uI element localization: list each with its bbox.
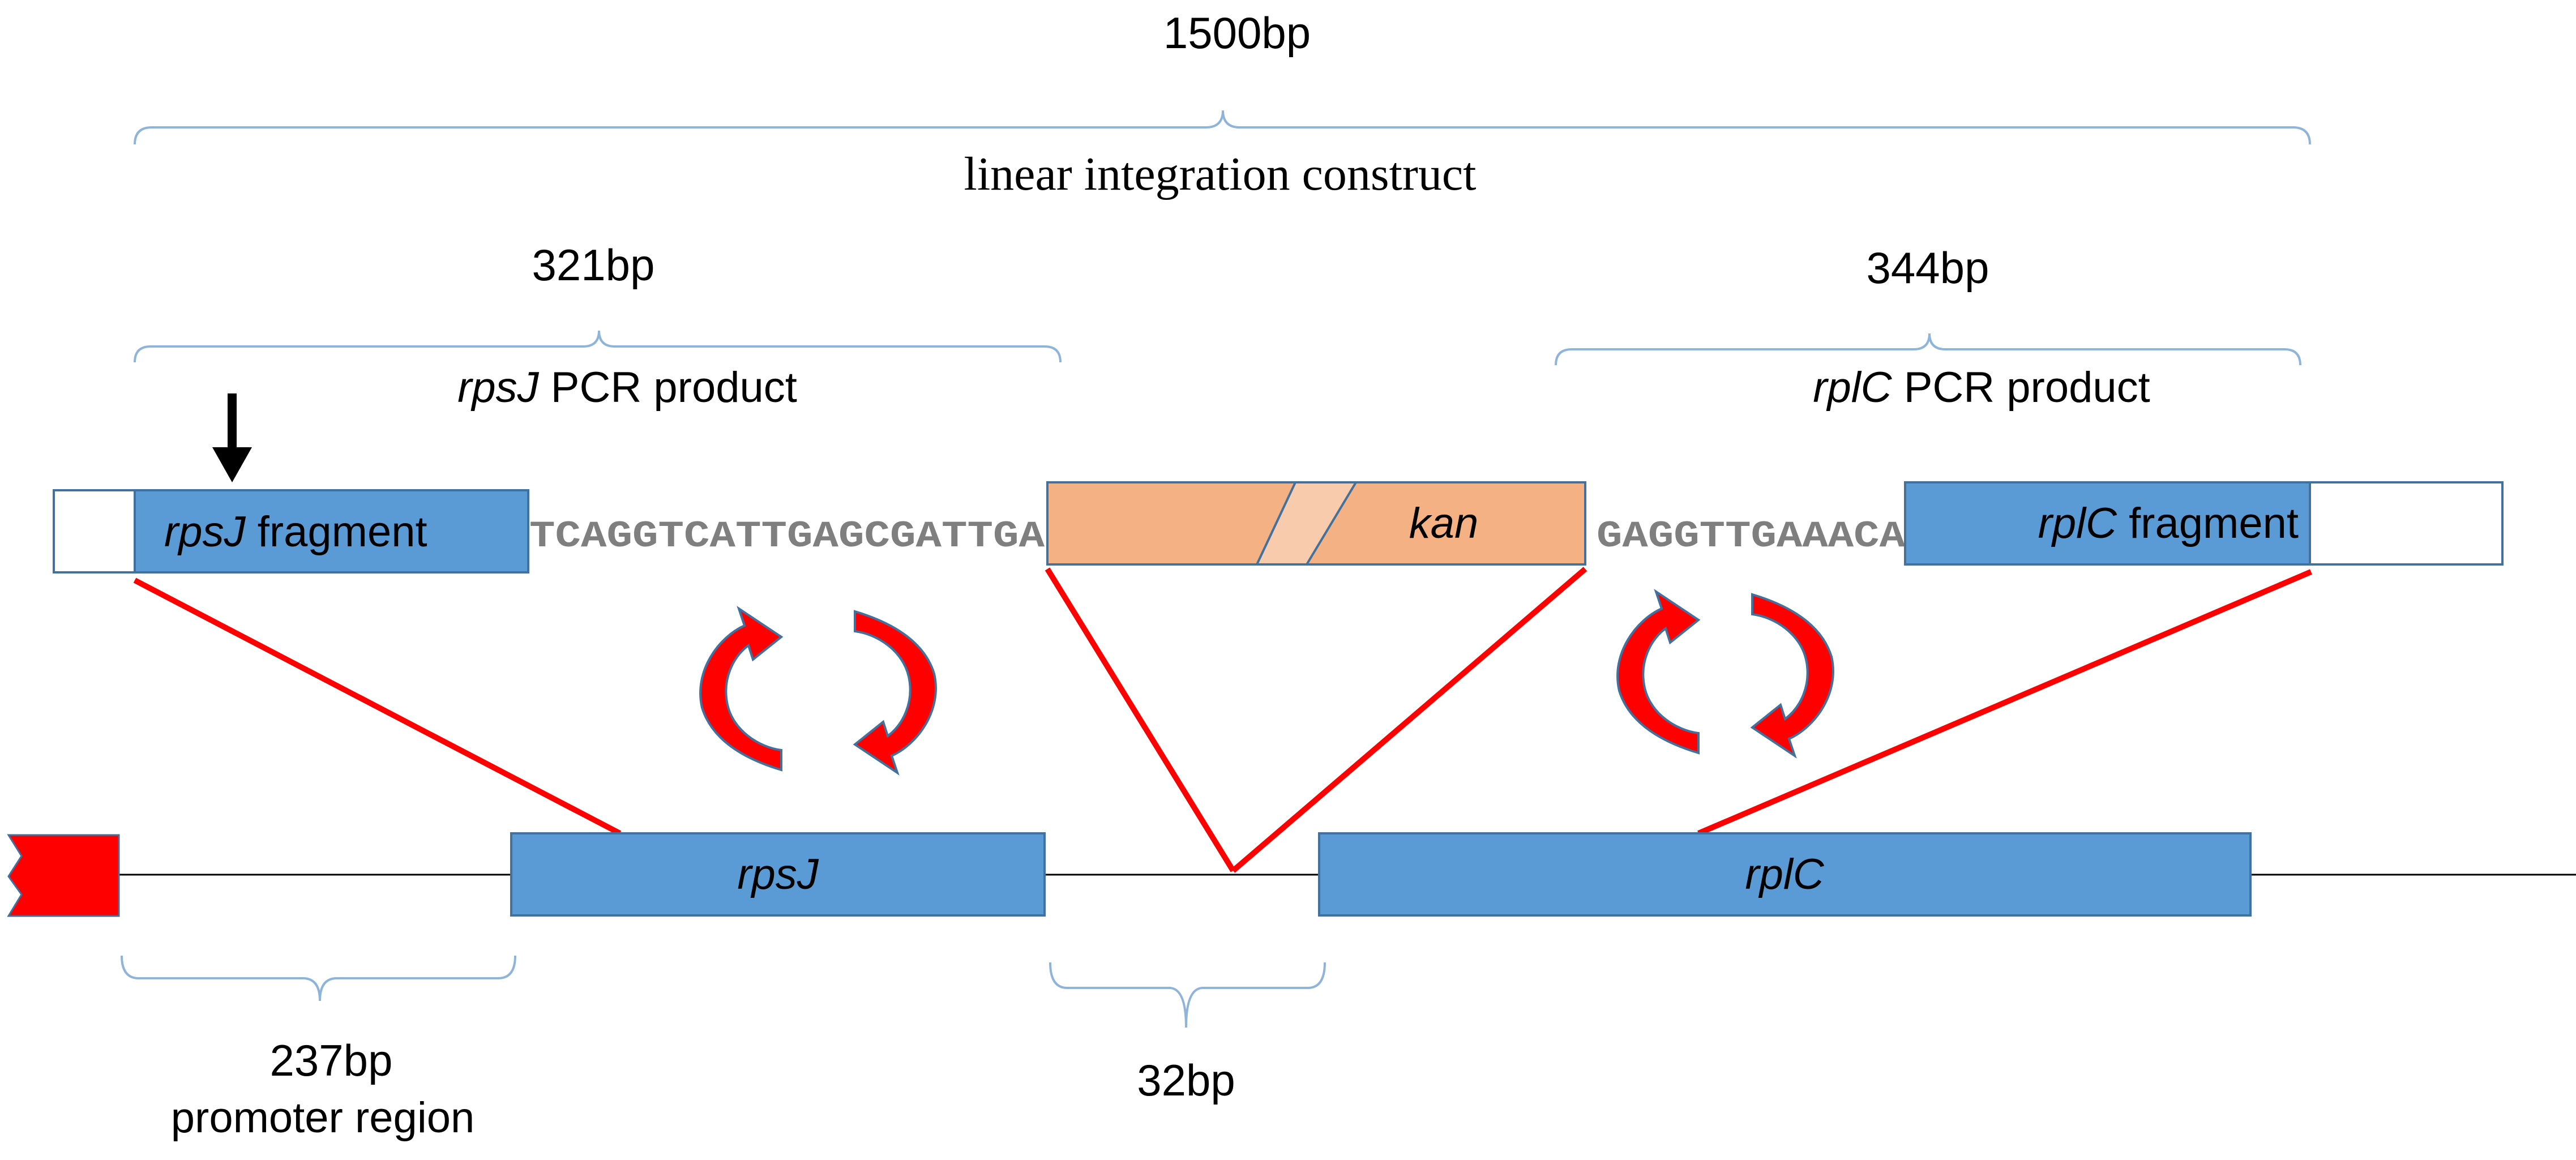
rpsj-pcr-brace xyxy=(134,330,1062,363)
rpsj-fragment-gene: rpsJ xyxy=(164,508,246,556)
rplc-pcr-gene: rplC xyxy=(1813,363,1892,412)
rplc-fragment-box xyxy=(1904,481,2311,566)
promoter-brace xyxy=(121,955,516,1001)
rpsj-gene-label: rpsJ xyxy=(737,850,819,898)
curved-arrow-icon xyxy=(1616,589,1701,755)
recombination-arrows-left xyxy=(699,606,937,776)
rplc-pcr-label: rplC PCR product xyxy=(1813,363,2150,412)
rplc-gene-box xyxy=(1318,832,2252,917)
intergenic-size: 32bp xyxy=(1137,1055,1235,1105)
crossover-line-4 xyxy=(1697,569,2312,836)
rplc-fragment-suffix: fragment xyxy=(2117,499,2299,547)
sequence-2: GAGGTTGAAACA xyxy=(1597,515,1905,558)
crossover-line-1 xyxy=(133,577,622,836)
curved-arrow-icon xyxy=(853,610,937,776)
rplc-pcr-size: 344bp xyxy=(1867,243,1989,293)
rpsj-pcr-label: rpsJ PCR product xyxy=(457,363,797,412)
rplc-pcr-brace xyxy=(1555,333,2301,366)
kan-cassette-stripe xyxy=(1255,481,1358,566)
rpsj-fragment-box xyxy=(134,489,529,573)
rplc-fragment-gene: rplC xyxy=(2038,499,2117,547)
rpsj-pcr-suffix: PCR product xyxy=(539,363,797,412)
crossover-line-2 xyxy=(1045,567,1236,872)
rplc-gene-label: rplC xyxy=(1745,850,1824,898)
rpsj-fragment-label: rpsJ fragment xyxy=(164,508,427,556)
intergenic-brace xyxy=(1049,962,1326,1028)
promoter-flag-icon xyxy=(7,834,120,917)
promoter-label: promoter region xyxy=(171,1094,475,1142)
curved-arrow-icon xyxy=(699,606,784,772)
rpsj-pcr-size: 321bp xyxy=(532,240,655,290)
construct-label: linear integration construct xyxy=(964,148,1476,200)
rpsj-fragment-suffix: fragment xyxy=(246,508,427,556)
rpsj-flank-white xyxy=(53,489,136,573)
sequence-1: TCAGGTCATTGAGCGATTGA xyxy=(529,515,1045,558)
down-arrow-head xyxy=(212,447,252,482)
rpsj-gene-box xyxy=(510,832,1046,917)
rplc-flank-white xyxy=(2309,481,2504,566)
rplc-fragment-label: rplC fragment xyxy=(2038,499,2299,547)
rpsj-pcr-gene: rpsJ xyxy=(457,363,540,412)
construct-brace xyxy=(134,110,2311,145)
promoter-size: 237bp xyxy=(270,1035,393,1085)
kan-label: kan xyxy=(1409,499,1479,547)
rplc-pcr-suffix: PCR product xyxy=(1892,363,2150,412)
crossover-line-3 xyxy=(1231,567,1587,873)
recombination-arrows-right xyxy=(1616,589,1834,759)
construct-size: 1500bp xyxy=(1163,8,1311,58)
curved-arrow-icon xyxy=(1750,593,1834,759)
